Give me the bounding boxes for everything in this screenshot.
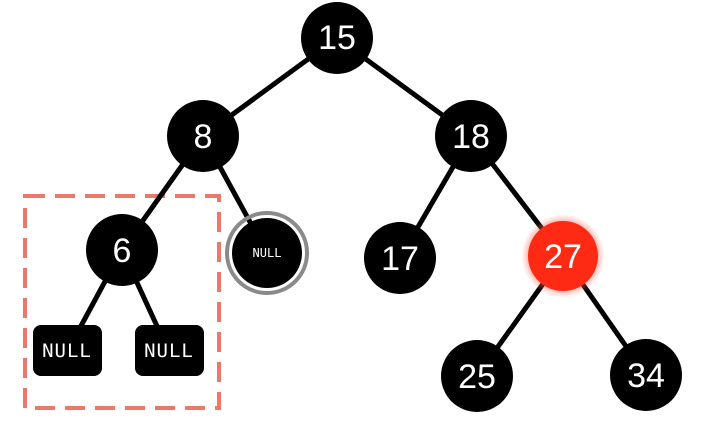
null-node-ringed-label: NULL bbox=[253, 246, 282, 260]
node-6: 6 bbox=[86, 214, 158, 286]
subtree-highlight-box bbox=[23, 194, 221, 410]
node-18: 18 bbox=[435, 100, 507, 172]
node-34: 34 bbox=[610, 339, 682, 411]
node-25-label: 25 bbox=[458, 358, 496, 396]
node-34-label: 34 bbox=[627, 357, 665, 395]
node-17-label: 17 bbox=[381, 240, 419, 278]
node-25: 25 bbox=[441, 340, 513, 412]
null-node-box-right-label: NULL bbox=[144, 340, 194, 362]
node-8-label: 8 bbox=[194, 118, 213, 156]
null-node-box-left-label: NULL bbox=[42, 340, 92, 362]
node-15: 15 bbox=[301, 2, 373, 74]
node-17: 17 bbox=[364, 222, 436, 294]
null-node-box-right: NULL bbox=[135, 325, 204, 376]
node-15-label: 15 bbox=[318, 19, 356, 57]
null-node-box-left: NULL bbox=[33, 325, 102, 376]
node-27-label: 27 bbox=[544, 238, 582, 276]
node-18-label: 18 bbox=[452, 118, 490, 156]
node-27: 27 bbox=[521, 214, 605, 298]
node-6-label: 6 bbox=[113, 232, 132, 270]
node-8: 8 bbox=[167, 100, 239, 172]
null-node-ringed: NULL bbox=[225, 211, 309, 295]
